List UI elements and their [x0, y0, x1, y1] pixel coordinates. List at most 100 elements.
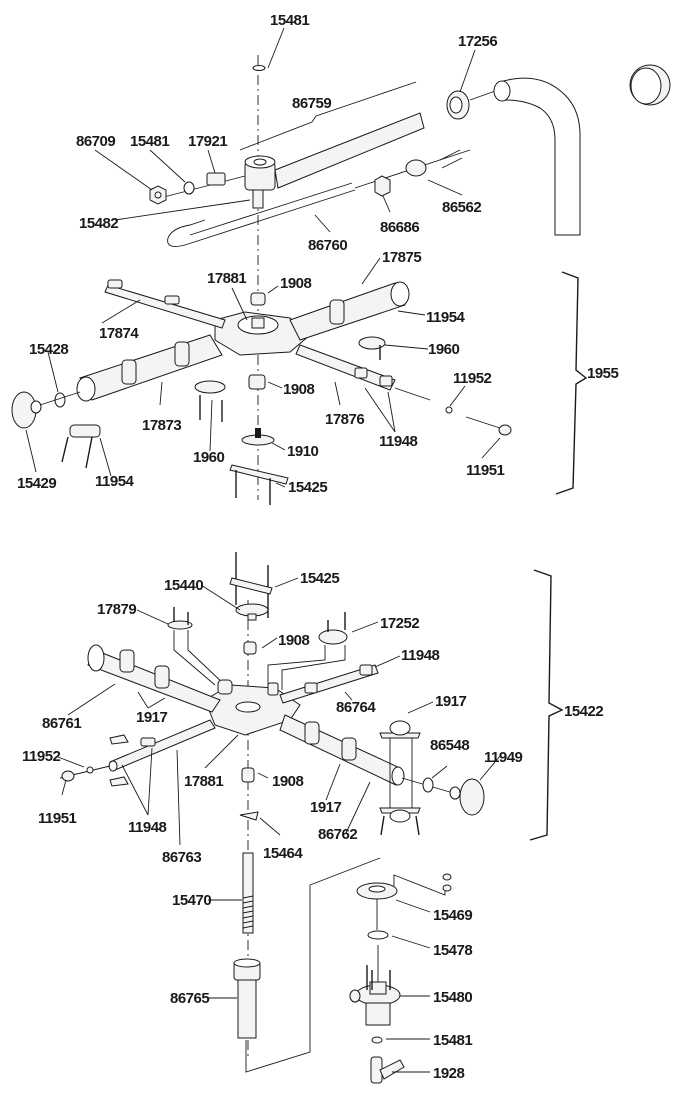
part-label: 1917 — [310, 799, 342, 816]
part-label: 11951 — [38, 810, 77, 827]
valve-body-part — [349, 965, 401, 1026]
bushing-part — [250, 292, 266, 306]
bracket-part — [167, 620, 193, 630]
part-label: 15469 — [433, 907, 472, 924]
part-label: 11954 — [426, 309, 466, 326]
saddle-part — [194, 380, 226, 394]
hub-part — [204, 679, 301, 736]
clip-part — [239, 811, 259, 821]
part-label: 11949 — [484, 749, 523, 766]
part-label: 1960 — [428, 341, 460, 358]
end-cap-part — [459, 778, 485, 816]
bracket-part — [318, 629, 348, 645]
o-ring-part — [422, 777, 434, 793]
part-label: 11948 — [401, 647, 440, 664]
assembly-bracket — [529, 569, 564, 841]
part-label: 86762 — [318, 826, 357, 843]
o-ring-part — [371, 1036, 383, 1044]
part-label: 86562 — [442, 199, 481, 216]
j-rod-part — [167, 189, 356, 247]
part-label: 17879 — [97, 601, 136, 618]
part-label: 1917 — [435, 693, 467, 710]
arm-part — [87, 649, 221, 713]
strap-part — [229, 464, 289, 485]
strap-part — [229, 577, 273, 595]
part-label: 1908 — [283, 381, 315, 398]
assembly-label: 1955 — [587, 365, 619, 382]
part-label: 17876 — [325, 411, 364, 428]
o-ring-part — [183, 181, 195, 195]
bent-pipe-part — [499, 77, 581, 236]
part-label: 15480 — [433, 989, 472, 1006]
plug-part — [445, 406, 453, 414]
part-label: 15481 — [130, 133, 169, 150]
tube-part — [239, 81, 425, 189]
hub-part — [214, 311, 311, 356]
part-label: 86765 — [170, 990, 209, 1007]
part-label: 17921 — [188, 133, 227, 150]
part-label: 11954 — [95, 473, 135, 490]
plug-part — [86, 766, 94, 774]
shaft-part — [242, 852, 254, 934]
part-label: 17252 — [380, 615, 419, 632]
cap-screw-part — [61, 770, 75, 782]
part-label: 86764 — [336, 699, 376, 716]
part-label: 1908 — [278, 632, 310, 649]
upper-assembly: 15481 17256 86759 86709 15481 17921 1548… — [11, 12, 671, 505]
part-label: 15428 — [29, 341, 68, 358]
housing-part — [233, 958, 261, 1039]
part-label: 15429 — [17, 475, 56, 492]
bushing-part — [243, 641, 257, 655]
part-label: 1908 — [280, 275, 312, 292]
part-label: 17881 — [207, 270, 246, 287]
part-label: 86759 — [292, 95, 331, 112]
leader-lines — [25, 27, 501, 488]
part-label: 15481 — [270, 12, 309, 29]
clamp-part — [69, 424, 101, 438]
part-label: 17256 — [458, 33, 497, 50]
part-label: 17881 — [184, 773, 223, 790]
part-label: 15470 — [172, 892, 211, 909]
part-label: 15464 — [263, 845, 303, 862]
bushing-part — [248, 374, 266, 390]
part-label: 86548 — [430, 737, 469, 754]
saddle-part — [358, 336, 386, 350]
part-label: 17873 — [142, 417, 181, 434]
part-label: 15482 — [79, 215, 118, 232]
assembly-label: 15422 — [564, 703, 603, 720]
lower-assembly: 15440 15425 17879 1908 17252 11948 86761… — [22, 552, 604, 1060]
part-label: 86686 — [380, 219, 419, 236]
part-label: 15425 — [300, 570, 339, 587]
leader-lines — [208, 899, 431, 1073]
part-label: 1928 — [433, 1065, 465, 1082]
coupling-nut-part — [374, 175, 391, 197]
base-assembly: 15470 15469 15478 15480 86765 15481 1928 — [170, 852, 473, 1084]
fitting-part — [206, 172, 226, 186]
o-ring-part — [367, 930, 389, 940]
part-label: 15440 — [164, 577, 203, 594]
elbow-fitting-part — [370, 1056, 405, 1084]
part-label: 15478 — [433, 942, 472, 959]
compression-fitting-part — [405, 159, 427, 177]
part-label: 11952 — [453, 370, 492, 387]
thread-marks — [242, 895, 254, 929]
arm-part — [109, 719, 216, 771]
part-label: 11952 — [22, 748, 61, 765]
assembly-bracket — [555, 271, 588, 495]
part-label: 11948 — [128, 819, 167, 836]
connector-line — [245, 857, 381, 1073]
part-label: 15481 — [433, 1032, 472, 1049]
part-label: 17874 — [99, 325, 139, 342]
valve-body-part — [244, 155, 276, 209]
part-label: 11948 — [379, 433, 418, 450]
part-label: 15425 — [288, 479, 327, 496]
arm-part — [279, 664, 379, 704]
part-label: 1960 — [193, 449, 225, 466]
part-label: 86760 — [308, 237, 347, 254]
part-label: 1917 — [136, 709, 168, 726]
arm-part — [104, 284, 226, 329]
part-label: 86709 — [76, 133, 115, 150]
leader-lines — [57, 577, 501, 846]
